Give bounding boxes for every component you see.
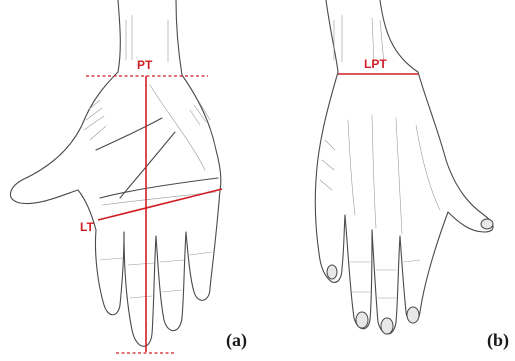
pt-label: PT: [137, 59, 152, 71]
palm-hand-drawing: [10, 0, 220, 346]
ring-nail-icon: [356, 312, 368, 328]
pinky-nail-icon: [327, 265, 337, 279]
thumb-nail-icon: [481, 219, 493, 229]
lt-label: LT: [80, 221, 94, 233]
back-hand-drawing: [315, 0, 493, 334]
lpt-label: LPT: [364, 58, 387, 70]
index-nail-icon: [407, 307, 419, 323]
panel-b-label: (b): [487, 331, 509, 349]
middle-nail-icon: [381, 318, 393, 334]
panel-a-label: (a): [226, 331, 247, 349]
